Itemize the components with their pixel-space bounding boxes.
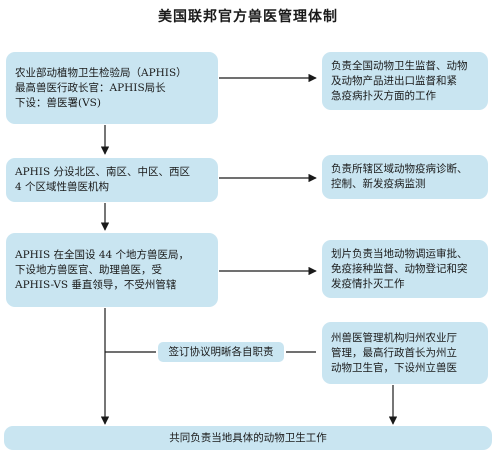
agreement-label-text: 签订协议明晰各自职责 [168, 345, 274, 358]
agreement-label: 签订协议明晰各自职责 [158, 342, 284, 362]
box-regional-duty: 负责所辖区域动物疫病诊断、 控制、新发疫病监测 [322, 155, 488, 199]
box-local-duty-text: 划片负责当地动物调运审批、 免疫接种监督、动物登记和突 发疫情扑灭工作 [331, 247, 468, 290]
box-local-duty: 划片负责当地动物调运审批、 免疫接种监督、动物登记和突 发疫情扑灭工作 [322, 240, 488, 298]
box-aphis-text: 农业部动植物卫生检验局（APHIS） 最高兽医行政长官：APHIS局长 下设：兽… [15, 66, 187, 109]
box-local-vet-bureaus: APHIS 在全国设 44 个地方兽医局， 下设地方兽医官、助理兽医，受 APH… [6, 233, 218, 307]
box-state-vet-agency-text: 州兽医管理机构归州农业厅 管理，最高行政首长为州立 动物卫生官，下设州立兽医 [331, 331, 457, 374]
diagram-title: 美国联邦官方兽医管理体制 [158, 9, 338, 25]
box-national-duty: 负责全国动物卫生监督、动物 及动物产品进出口监督和紧 急疫病扑灭方面的工作 [322, 52, 488, 110]
box-local-vet-bureaus-text: APHIS 在全国设 44 个地方兽医局， 下设地方兽医官、助理兽医，受 APH… [15, 248, 190, 291]
box-aphis: 农业部动植物卫生检验局（APHIS） 最高兽医行政长官：APHIS局长 下设：兽… [6, 52, 218, 124]
box-regional-offices-text: APHIS 分设北区、南区、中区、西区 4 个区域性兽医机构 [15, 166, 190, 193]
box-national-duty-text: 负责全国动物卫生监督、动物 及动物产品进出口监督和紧 急疫病扑灭方面的工作 [331, 59, 468, 102]
box-joint-responsibility: 共同负责当地具体的动物卫生工作 [4, 426, 492, 450]
box-state-vet-agency: 州兽医管理机构归州农业厅 管理，最高行政首长为州立 动物卫生官，下设州立兽医 [322, 322, 488, 384]
box-joint-responsibility-text: 共同负责当地具体的动物卫生工作 [169, 431, 327, 444]
box-regional-duty-text: 负责所辖区域动物疫病诊断、 控制、新发疫病监测 [331, 163, 468, 190]
box-regional-offices: APHIS 分设北区、南区、中区、西区 4 个区域性兽医机构 [6, 158, 218, 202]
